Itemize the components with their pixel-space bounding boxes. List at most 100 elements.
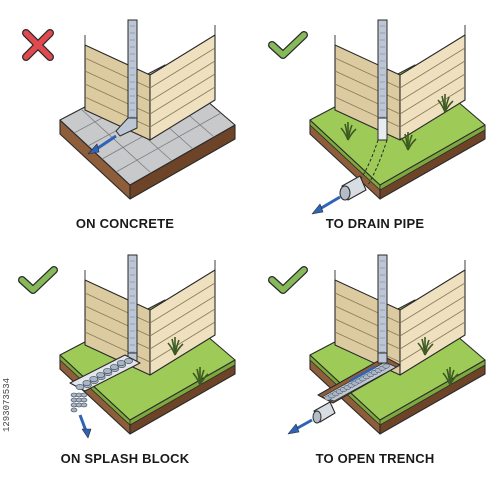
stone <box>382 363 390 369</box>
siding-board <box>149 73 216 115</box>
siding-board <box>399 295 466 337</box>
siding-board <box>84 70 151 102</box>
downspout <box>127 254 138 354</box>
check-stroke <box>269 32 307 58</box>
siding-board <box>399 47 466 89</box>
house-wall-right <box>149 34 216 141</box>
grass-tuft <box>437 94 454 113</box>
siding-board <box>399 321 466 363</box>
siding-board <box>399 86 466 128</box>
water-flow-arrow <box>94 134 117 152</box>
siding-board <box>334 70 401 102</box>
caption-to-open-trench: TO OPEN TRENCH <box>315 451 435 466</box>
stone <box>70 407 78 413</box>
stone <box>75 384 85 390</box>
grass-blade <box>174 343 184 356</box>
grass-tuft <box>417 337 434 356</box>
outlet-pipe-mouth <box>339 185 351 201</box>
siding-board <box>84 57 151 89</box>
siding-board <box>334 57 401 89</box>
stone <box>82 380 92 386</box>
siding-board <box>334 96 401 128</box>
hidden-pipe-path <box>367 139 388 186</box>
siding-board <box>149 86 216 128</box>
check-mark-icon <box>268 31 308 59</box>
check-mark-icon <box>268 266 308 294</box>
check-mark-icon <box>18 266 58 294</box>
water-in-trench <box>349 365 376 383</box>
caption-on-concrete: ON CONCRETE <box>75 216 175 231</box>
siding-board <box>149 60 216 102</box>
siding-board <box>399 308 466 350</box>
siding-board <box>149 321 216 363</box>
grass-tuft <box>192 367 209 386</box>
tile-line <box>80 108 152 174</box>
pipe-underground <box>377 117 388 141</box>
siding-board <box>149 295 216 337</box>
grass-blade <box>407 138 417 151</box>
cross-mark-icon <box>22 29 54 61</box>
hidden-pipe-path <box>359 139 379 181</box>
siding-board <box>334 318 401 350</box>
siding-board <box>149 47 216 89</box>
grass-tuft <box>167 337 184 356</box>
stone <box>80 397 88 403</box>
arrow-head <box>87 143 100 155</box>
siding-board <box>399 60 466 102</box>
outlet-pipe-mouth <box>312 410 322 424</box>
siding-board <box>84 292 151 324</box>
check-stroke <box>19 267 57 293</box>
siding-board <box>84 305 151 337</box>
grass-blade <box>449 373 459 386</box>
siding-board <box>84 331 151 363</box>
grass-blade <box>444 100 454 113</box>
check-stroke <box>269 267 307 293</box>
panel-splash-block <box>18 254 236 439</box>
grass-blade <box>347 128 357 141</box>
downspout <box>377 254 388 354</box>
siding-board <box>149 308 216 350</box>
siding-board <box>149 282 216 324</box>
panel-drain-pipe <box>268 19 486 215</box>
caption-to-drain-pipe: TO DRAIN PIPE <box>325 216 425 231</box>
stone <box>96 372 105 378</box>
siding-board <box>334 83 401 115</box>
cross-stroke <box>23 30 53 60</box>
downspout <box>127 19 138 119</box>
siding-board <box>399 73 466 115</box>
grass-tuft <box>400 132 417 151</box>
house-wall-right <box>399 34 466 141</box>
stone <box>124 358 133 364</box>
stone <box>80 402 88 408</box>
panel-open-trench <box>268 254 486 435</box>
arrow-head <box>287 423 300 435</box>
water-flow-arrow <box>78 414 88 432</box>
stone <box>103 368 112 374</box>
stone <box>80 392 88 398</box>
downspout-elbow <box>115 117 138 137</box>
grass-tuft <box>340 122 357 141</box>
caption-on-splash-block: ON SPLASH BLOCK <box>60 451 190 466</box>
siding-board <box>84 83 151 115</box>
grass-blade <box>199 373 209 386</box>
stone <box>89 376 99 382</box>
siding-board <box>334 292 401 324</box>
arrow-head <box>81 428 92 439</box>
downspout <box>377 19 388 119</box>
siding-board <box>334 305 401 337</box>
siding-board <box>399 282 466 324</box>
arrow-head <box>311 203 324 215</box>
siding-board <box>84 96 151 128</box>
grass-tuft <box>442 367 459 386</box>
stone <box>116 360 126 366</box>
tile-line <box>115 112 222 173</box>
house-wall-right <box>149 269 216 376</box>
siding-board <box>84 318 151 350</box>
side-id-text: 1293073534 <box>2 378 12 433</box>
downspout-elbow <box>377 352 388 364</box>
grass-blade <box>424 343 434 356</box>
stone <box>109 364 119 370</box>
house-wall-right <box>399 269 466 376</box>
siding-board <box>334 331 401 363</box>
panel-concrete <box>22 19 236 200</box>
